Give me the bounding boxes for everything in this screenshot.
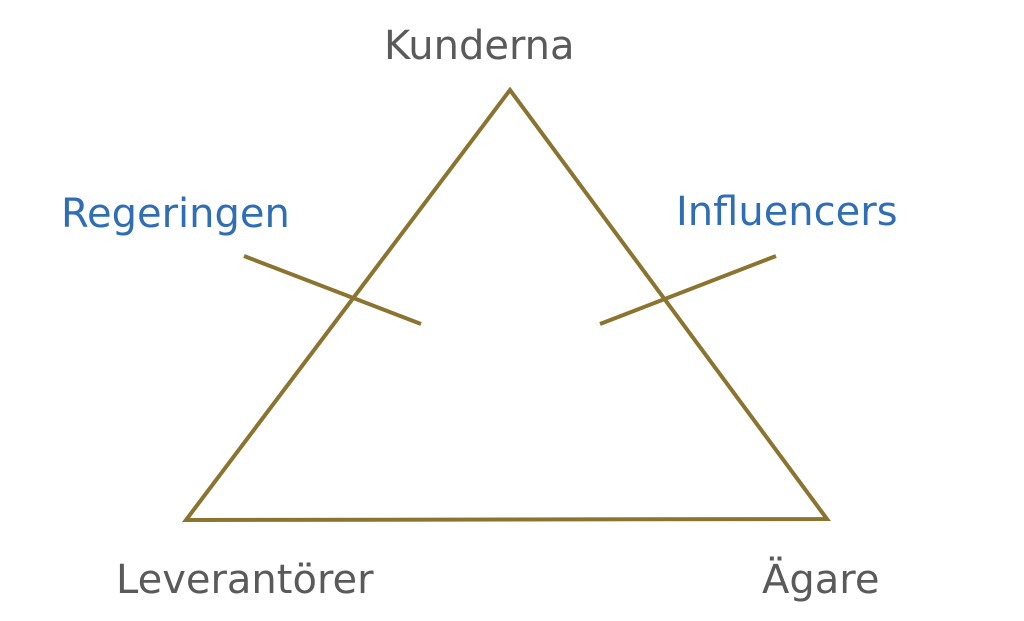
influence-label-right: Influencers bbox=[676, 189, 898, 235]
node-label-top: Kunderna bbox=[384, 23, 575, 69]
influence-line-left bbox=[243, 254, 422, 326]
node-label-bottom-left: Leverantörer bbox=[116, 557, 374, 603]
influence-label-left: Regeringen bbox=[61, 191, 290, 237]
influence-line-right bbox=[599, 254, 777, 326]
node-label-bottom-right: Ägare bbox=[762, 557, 880, 603]
stakeholder-triangle bbox=[181, 86, 831, 523]
